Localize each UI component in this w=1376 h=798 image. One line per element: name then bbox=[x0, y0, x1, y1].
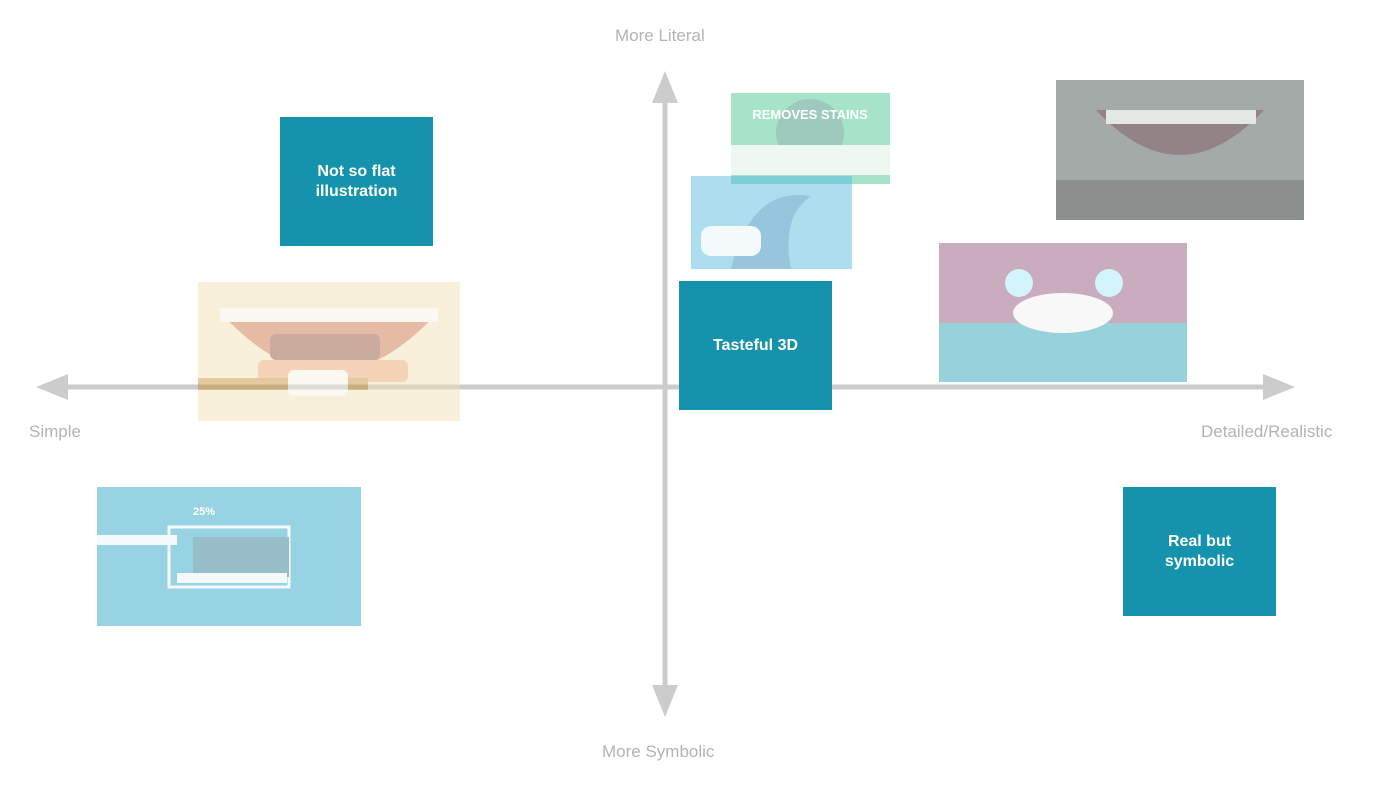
left-arrow-icon bbox=[36, 374, 68, 400]
progress-percent-text: 25% bbox=[193, 506, 215, 518]
axis-label-bottom: More Symbolic bbox=[602, 742, 715, 761]
axis-label-top: More Literal bbox=[615, 26, 705, 45]
category-real-but-symbolic: Real but symbolic bbox=[1123, 487, 1276, 616]
axis-label-left: Simple bbox=[29, 422, 81, 441]
category-label: Not so flat illustration bbox=[315, 162, 398, 200]
category-label: Tasteful 3D bbox=[712, 336, 799, 354]
category-tasteful-3d: Tasteful 3D bbox=[679, 281, 832, 410]
axis-label-right: Detailed/Realistic bbox=[1201, 422, 1333, 441]
right-arrow-icon bbox=[1263, 374, 1295, 400]
category-not-so-flat-illustration: Not so flat illustration bbox=[280, 117, 433, 246]
realistic-mouth-photo-thumbnail bbox=[1056, 80, 1304, 220]
removes-stains-thumbnail: REMOVES STAINS bbox=[731, 93, 890, 184]
category-label: Real but symbolic bbox=[1164, 532, 1235, 570]
flat-mouth-illustration-thumbnail bbox=[198, 282, 460, 421]
flat-toothbrush-progress-thumbnail: 25% bbox=[97, 487, 361, 626]
glowing-bacteria-thumbnail bbox=[939, 243, 1187, 382]
wave-tooth-thumbnail bbox=[691, 176, 852, 269]
down-arrow-icon bbox=[652, 685, 678, 717]
up-arrow-icon bbox=[652, 71, 678, 103]
removes-stains-text: REMOVES STAINS bbox=[752, 107, 868, 122]
